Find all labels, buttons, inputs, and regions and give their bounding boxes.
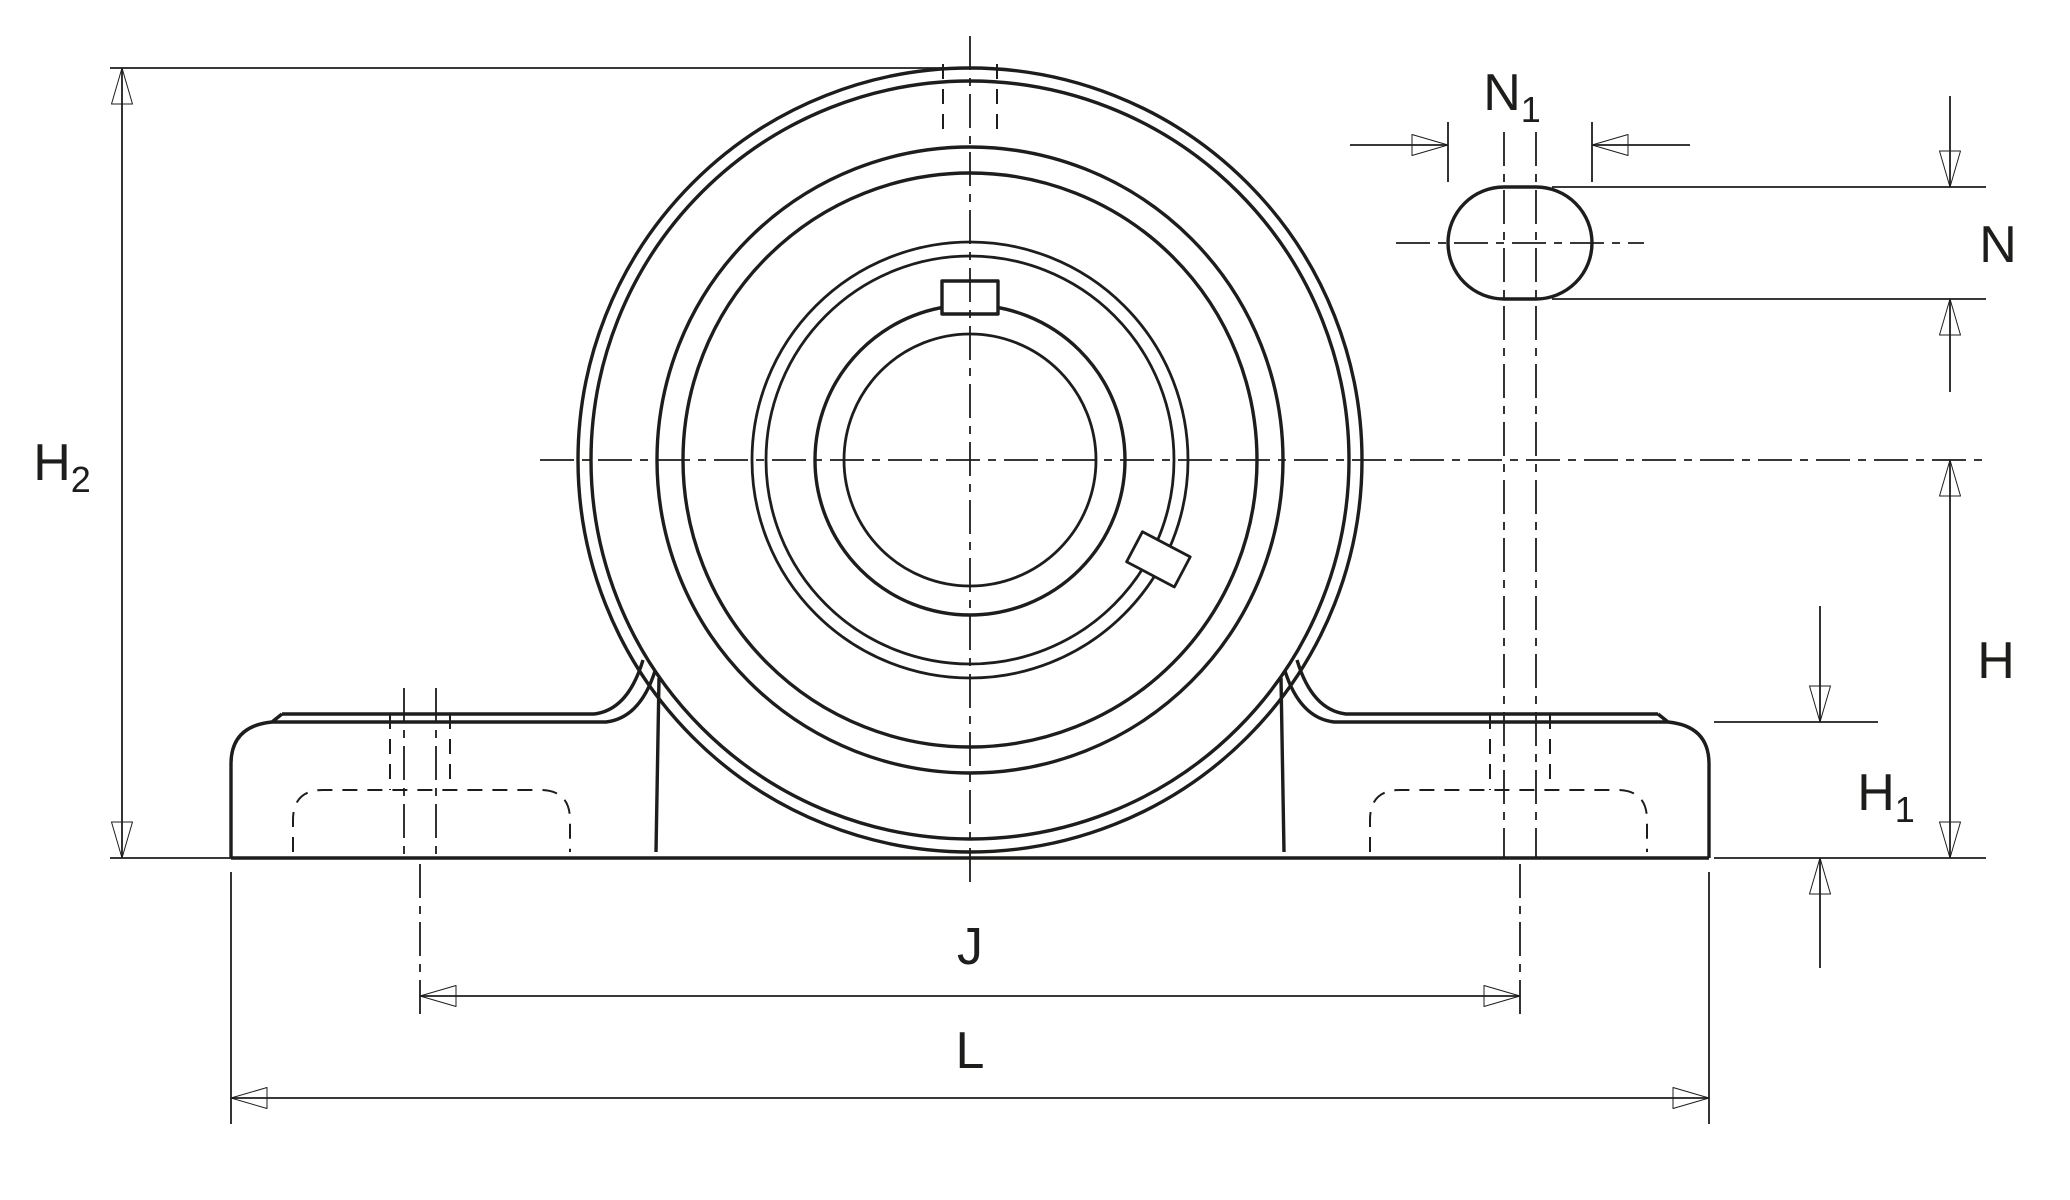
right-foot-pad-step — [1656, 712, 1670, 724]
dim-label-l: L — [956, 1022, 985, 1080]
left-foot-outline — [229, 670, 657, 858]
setscrew-body — [1125, 530, 1192, 589]
left-foot-inner-wall — [654, 677, 661, 853]
dim-label-n1: N1 — [1483, 64, 1541, 130]
right-foot-outline — [1283, 670, 1711, 858]
bolt-slot-detail — [1446, 185, 1594, 301]
dim-h1: H1 — [1714, 606, 1915, 968]
dim-label-h1: H1 — [1857, 764, 1915, 830]
right-foot-pocket-hidden — [1369, 789, 1648, 852]
dim-n1: N1 — [1350, 64, 1690, 182]
dim-j: J — [419, 864, 1521, 1020]
centerlines-group — [403, 36, 1988, 884]
left-foot-pad-step — [270, 712, 284, 724]
right-foot-pad-edge — [1295, 659, 1658, 716]
dim-h: H — [1714, 459, 2015, 859]
dim-label-n: N — [1979, 216, 2017, 274]
dim-n: N — [1552, 96, 2017, 392]
left-foot-pad-edge — [282, 659, 645, 716]
dim-h2: H2 — [33, 67, 958, 859]
setscrew — [1125, 530, 1192, 589]
dim-label-j: J — [957, 918, 983, 976]
dim-label-h: H — [1977, 632, 2015, 690]
left-foot-pocket-hidden — [292, 789, 571, 852]
dimensions-group: H2 N1 N H — [33, 64, 2017, 1124]
dim-label-h2: H2 — [33, 434, 91, 500]
right-foot-inner-wall — [1279, 677, 1286, 853]
dim-l: L — [230, 872, 1710, 1124]
hidden-lines-group — [292, 714, 1648, 852]
bolt-slot-obround — [1446, 185, 1594, 301]
